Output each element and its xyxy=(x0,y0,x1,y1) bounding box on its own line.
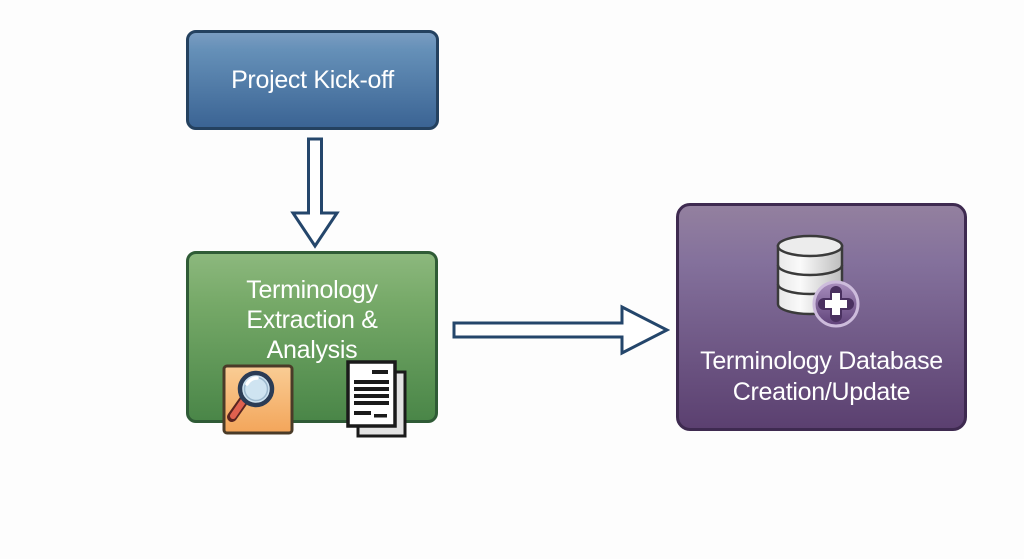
node-project-kickoff: Project Kick-off xyxy=(186,30,439,130)
node-project-kickoff-label: Project Kick-off xyxy=(231,65,394,94)
magnifier-icon xyxy=(222,364,294,435)
down-arrow-icon xyxy=(290,137,340,249)
database-add-icon xyxy=(776,234,860,328)
node-terminology-extraction-label: Terminology Extraction & Analysis xyxy=(246,276,378,364)
documents-icon xyxy=(346,360,407,438)
right-arrow-icon xyxy=(452,304,670,356)
node-terminology-database-label: Terminology Database Creation/Update xyxy=(700,347,943,406)
